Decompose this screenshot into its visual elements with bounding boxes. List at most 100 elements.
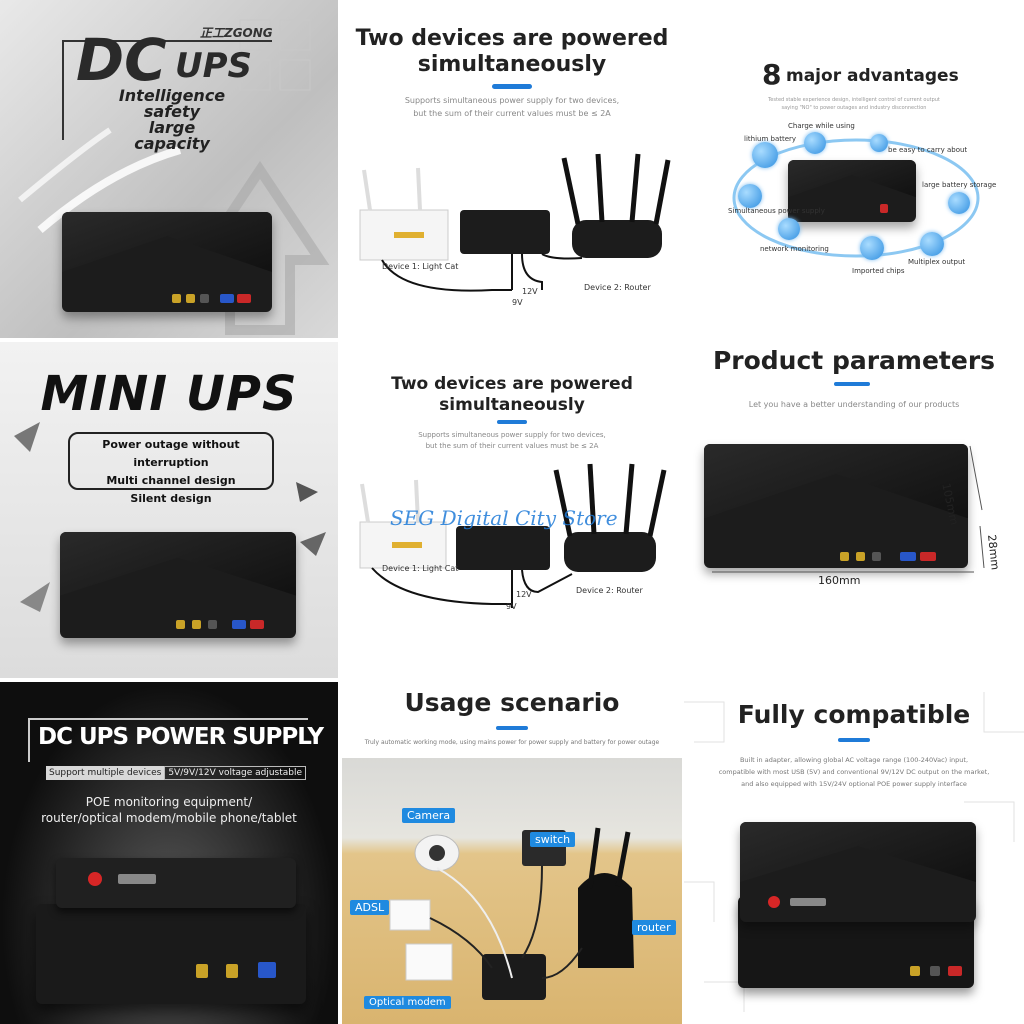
advantages-subtitle: Tested stable experience design, intelli… (684, 96, 1024, 112)
feature-line: Multi channel design (106, 474, 236, 487)
feature-line: Intelligence (118, 86, 226, 105)
parameters-title: Product parameters (712, 346, 996, 375)
voltage-9v-label: 9V (512, 298, 523, 307)
subtitle-line: compatible with most USB (5V) and conven… (718, 768, 990, 776)
subtitle-line: saying "NO" to power outages and industr… (781, 105, 927, 111)
subtitle-line: Built in adapter, allowing global AC vol… (739, 756, 969, 764)
feature-box: Power outage without interruption Multi … (68, 432, 274, 505)
tile-subtitle: Supports simultaneous power supply for t… (342, 430, 682, 452)
compatible-subtitle: Built in adapter, allowing global AC vol… (684, 754, 1024, 790)
subtitle-line: Supports simultaneous power supply for t… (404, 96, 620, 105)
width-dimension: 160mm (818, 574, 861, 587)
advantage-icon (738, 184, 762, 208)
logo-dc: DC (76, 26, 167, 94)
title-line: simultaneously (417, 52, 607, 77)
tile-dc-ups-intro[interactable]: 正工ZGONG DC UPS Intelligence safety large… (0, 0, 338, 338)
scenario-title: Usage scenario (404, 688, 620, 717)
tile-fully-compatible[interactable]: Fully compatible Built in adapter, allow… (684, 682, 1024, 1024)
advantages-title: major advantages (786, 66, 959, 86)
advantage-label: network monitoring (760, 245, 829, 253)
tile-two-devices-watermarked[interactable]: Two devices are powered simultaneously S… (342, 342, 682, 678)
voltage-12v-label: 12V (516, 590, 532, 599)
feature-line: Silent design (130, 492, 212, 505)
title-frame (28, 718, 308, 762)
tile-usage-scenario[interactable]: Usage scenario Truly automatic working m… (342, 682, 682, 1024)
subtitle-line: but the sum of their current values must… (425, 442, 599, 450)
tile-mini-ups[interactable]: MINI UPS Power outage without interrupti… (0, 342, 338, 678)
tile-title: Two devices are powered simultaneously (342, 26, 682, 78)
tile-title: Two devices are powered simultaneously (342, 374, 682, 416)
usage-line: router/optical modem/mobile phone/tablet (41, 811, 297, 825)
advantage-icon (870, 134, 888, 152)
feature-lines: Intelligence safety large capacity (112, 88, 232, 152)
tile-two-devices[interactable]: Two devices are powered simultaneously S… (342, 0, 682, 338)
advantage-label: Charge while using (788, 122, 855, 130)
advantage-label: Imported chips (852, 267, 905, 275)
title-line: Two devices are powered (355, 26, 669, 51)
subtitle-line: and also equipped with 15V/24V optional … (741, 780, 967, 788)
advantage-icon (860, 236, 884, 260)
title-line: Two devices are powered (391, 374, 633, 394)
mini-ups-title: MINI UPS (40, 366, 298, 422)
subtitle-line: Tested stable experience design, intelli… (768, 97, 940, 103)
support-devices-tag: Support multiple devices (46, 766, 165, 780)
orbit-diagram (732, 138, 980, 258)
device-connection-diagram (359, 153, 671, 292)
device1-label: Device 1: Light Cat (382, 262, 459, 271)
device2-label: Device 2: Router (584, 283, 651, 292)
ups-device-image (788, 160, 916, 222)
feature-line: safety (143, 102, 201, 121)
ups-device-bottom (36, 904, 306, 1004)
ups-device-top (740, 822, 976, 922)
store-watermark: SEG Digital City Store (390, 506, 618, 530)
accent-bar (838, 738, 870, 742)
advantage-icon (920, 232, 944, 256)
accent-bar (497, 420, 527, 424)
advantage-label: large battery storage (922, 181, 997, 189)
tile-advantages[interactable]: 8 major advantages Tested stable experie… (684, 0, 1024, 338)
ups-device-image (62, 212, 272, 312)
parameters-subtitle: Let you have a better understanding of o… (748, 400, 960, 409)
advantage-icon (778, 218, 800, 240)
advantage-label: Multiplex output (908, 258, 966, 266)
usage-line: POE monitoring equipment/ (85, 795, 253, 809)
dimension-lines (712, 445, 985, 573)
ups-device-image (60, 532, 296, 638)
advantage-icon (948, 192, 970, 214)
advantage-label: be easy to carry about (888, 146, 968, 154)
voltage-9v-label: 9V (506, 602, 517, 611)
brand-text: 正工ZGONG (200, 26, 273, 40)
camera-tag: Camera (402, 808, 456, 823)
tag-row: Support multiple devices 5V/9V/12V volta… (46, 766, 307, 780)
voltage-12v-label: 12V (522, 287, 538, 296)
accent-bar (834, 382, 870, 386)
compatible-title: Fully compatible (737, 700, 971, 729)
accent-bar (496, 726, 528, 730)
scenario-devices (389, 827, 634, 1000)
device2-label: Device 2: Router (576, 586, 643, 595)
scenario-photo (342, 758, 682, 1024)
advantage-label: Simultaneous power supply (728, 207, 825, 215)
advantage-label: lithium battery (744, 135, 797, 143)
router-tag: router (632, 920, 676, 935)
advantages-number: 8 (762, 58, 782, 91)
accent-bar (492, 84, 532, 89)
switch-tag: switch (530, 832, 576, 847)
usage-lines: POE monitoring equipment/ router/optical… (0, 794, 338, 826)
tile-product-parameters[interactable]: Product parameters Let you have a better… (684, 342, 1024, 678)
tile-subtitle: Supports simultaneous power supply for t… (342, 94, 682, 120)
ups-device-top (56, 858, 296, 908)
feature-line: large capacity (134, 118, 210, 153)
feature-line: Power outage without interruption (102, 438, 240, 469)
power-supply-title: DC UPS POWER SUPPLY (38, 724, 324, 750)
adsl-tag: ADSL (350, 900, 390, 915)
ups-device-image (704, 444, 968, 568)
tile-dc-ups-power-supply[interactable]: DC UPS POWER SUPPLY Support multiple dev… (0, 682, 338, 1024)
advantage-icon (804, 132, 826, 154)
advantage-icon (752, 142, 778, 168)
logo-frame (62, 40, 272, 140)
optical-modem-tag: Optical modem (364, 996, 451, 1009)
logo-ups: UPS (175, 46, 253, 86)
scenario-subtitle: Truly automatic working mode, using main… (364, 739, 660, 746)
